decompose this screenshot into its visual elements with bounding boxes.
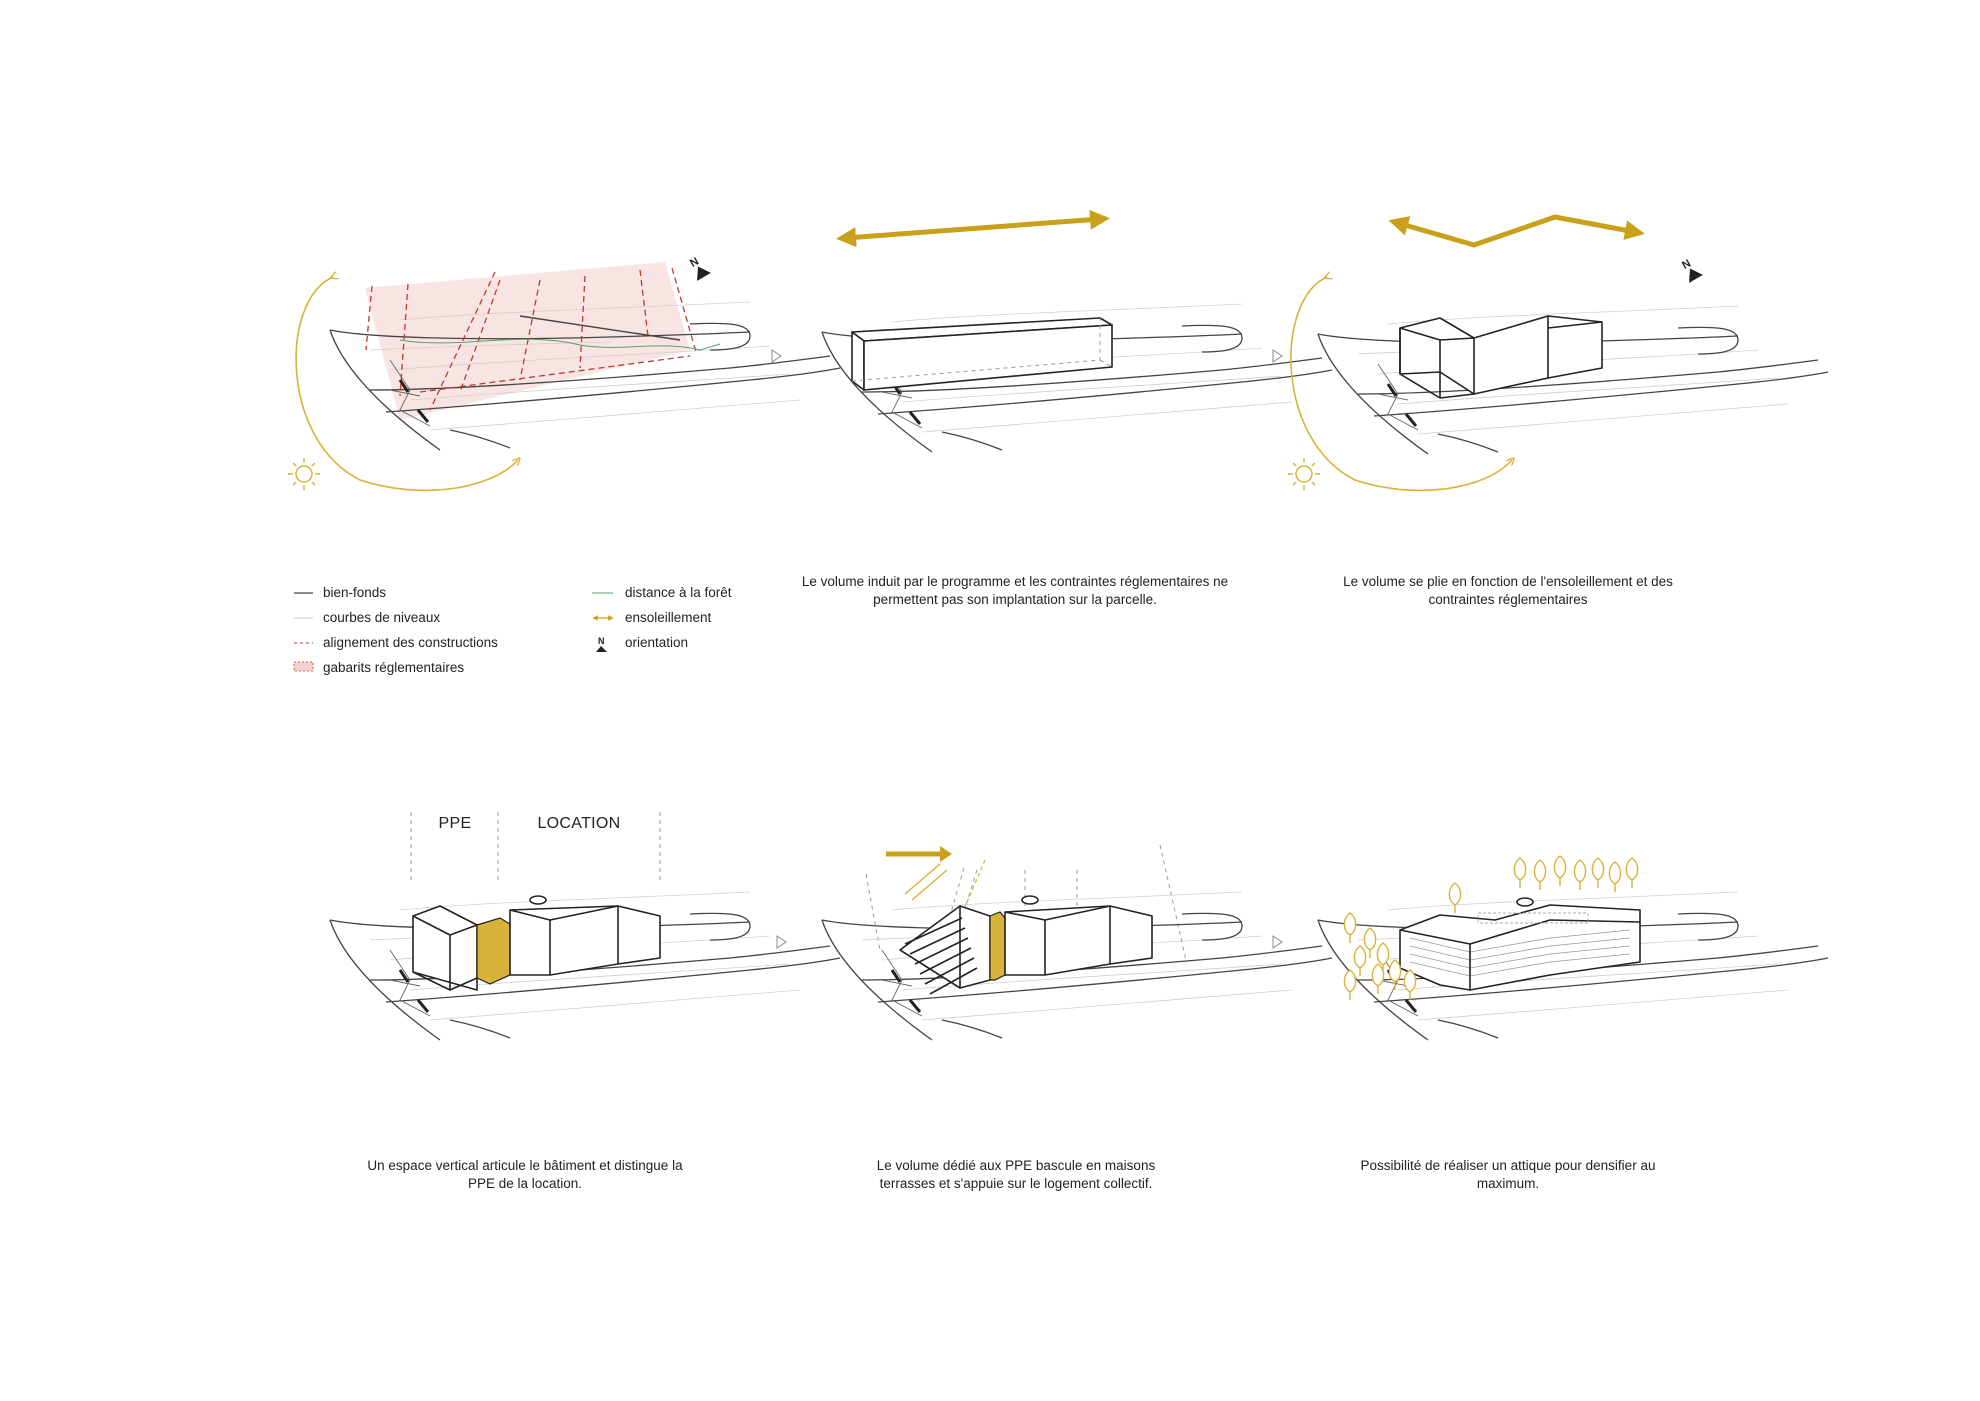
panel-5-terraces xyxy=(820,844,1334,1042)
panel-2-initial-volume xyxy=(820,209,1334,454)
sunlight-zigzag-arrow xyxy=(1388,214,1645,248)
bar-volume xyxy=(851,317,1113,391)
legend-label: distance à la forêt xyxy=(625,585,732,600)
location-label: LOCATION xyxy=(537,815,620,832)
panel-3-folded-volume: N xyxy=(1287,214,1830,492)
panel-4-caption: Un espace vertical articule le bâtiment … xyxy=(367,1158,683,1191)
legend-label: bien-fonds xyxy=(323,585,386,600)
attic-outline xyxy=(1477,912,1589,924)
north-arrow-icon: N xyxy=(1680,258,1703,283)
sun-icon xyxy=(287,457,321,491)
north-arrow-icon: N xyxy=(688,256,711,281)
panel-2-caption: Le volume induit par le programme et les… xyxy=(802,574,1228,607)
diagonal-arrow xyxy=(886,846,952,901)
folded-volume xyxy=(1399,315,1603,399)
sun-path-arc xyxy=(1290,277,1512,492)
legend-label: alignement des constructions xyxy=(323,635,498,650)
svg-text:Un espace vertical articule le: Un espace vertical articule le bâtiment … xyxy=(367,1158,683,1173)
next-triangle-icon xyxy=(776,935,787,949)
svg-text:contraintes réglementaires: contraintes réglementaires xyxy=(1428,592,1587,607)
panel-1-site-analysis: N xyxy=(287,256,842,492)
sunlight-double-arrow xyxy=(836,209,1110,248)
svg-text:maximum.: maximum. xyxy=(1477,1176,1539,1191)
legend-item-gabarits: gabarits réglementaires xyxy=(293,660,464,675)
vertical-joint xyxy=(476,917,511,985)
svg-text:Le volume induit par le progra: Le volume induit par le programme et les… xyxy=(802,574,1228,589)
rooftop-element xyxy=(1021,895,1039,905)
next-triangle-icon xyxy=(771,349,782,363)
svg-text:Le volume dédié aux PPE bascul: Le volume dédié aux PPE bascule en maiso… xyxy=(877,1158,1156,1173)
panel-6-attic xyxy=(1316,855,1830,1042)
sun-icon xyxy=(1287,457,1321,491)
rooftop-element xyxy=(529,895,547,905)
svg-text:Possibilité de réaliser un att: Possibilité de réaliser un attique pour … xyxy=(1361,1158,1656,1173)
legend-label: ensoleillement xyxy=(625,610,712,625)
division-lines xyxy=(410,812,661,880)
legend-item-orientation: N orientation xyxy=(596,635,688,652)
svg-text:PPE de la location.: PPE de la location. xyxy=(468,1176,582,1191)
panel-6-caption: Possibilité de réaliser un attique pour … xyxy=(1361,1158,1656,1191)
next-triangle-icon xyxy=(1272,935,1283,949)
stepped-terraces xyxy=(899,895,1153,995)
svg-text:N: N xyxy=(598,636,605,646)
legend-item-alignement: alignement des constructions xyxy=(294,635,498,650)
legend-item-ensoleillement: ensoleillement xyxy=(592,610,712,625)
svg-text:terrasses et s'appuie sur le l: terrasses et s'appuie sur le logement co… xyxy=(880,1176,1153,1191)
legend-item-foret: distance à la forêt xyxy=(592,585,732,600)
legend: bien-fonds courbes de niveaux alignement… xyxy=(293,585,732,675)
panel-4-vertical-joint: PPE LOCATION xyxy=(328,812,842,1042)
vertical-joint xyxy=(989,911,1006,981)
panel-3-caption: Le volume se plie en fonction de l'ensol… xyxy=(1343,574,1673,607)
panel-5-caption: Le volume dédié aux PPE bascule en maiso… xyxy=(877,1158,1156,1191)
legend-item-courbes: courbes de niveaux xyxy=(294,610,440,625)
svg-text:Le volume se plie en fonction: Le volume se plie en fonction de l'ensol… xyxy=(1343,574,1673,589)
north-arrow-icon: N xyxy=(596,636,607,652)
rooftop-element xyxy=(1516,897,1534,907)
plot-boundary xyxy=(519,315,681,341)
sun-path-arc xyxy=(295,277,518,492)
legend-label: gabarits réglementaires xyxy=(323,660,464,675)
svg-text:permettent pas son implantatio: permettent pas son implantation sur la p… xyxy=(873,592,1157,607)
next-triangle-icon xyxy=(1272,349,1283,363)
legend-item-bien-fonds: bien-fonds xyxy=(294,585,386,600)
legend-label: orientation xyxy=(625,635,688,650)
ppe-label: PPE xyxy=(439,815,472,832)
legend-label: courbes de niveaux xyxy=(323,610,440,625)
final-volume xyxy=(1399,897,1641,991)
dashed-box-swatch xyxy=(293,661,314,672)
massing xyxy=(412,895,661,991)
